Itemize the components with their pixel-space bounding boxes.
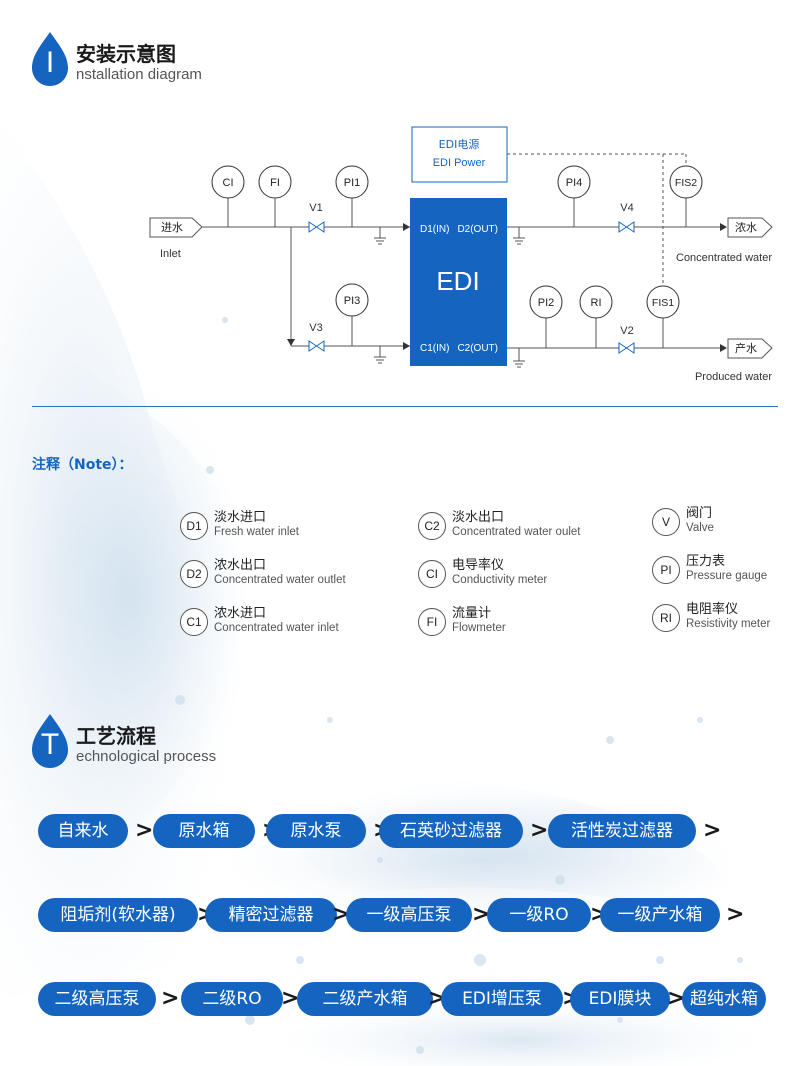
process-step: 原水箱: [153, 814, 255, 848]
note-badge: RI: [652, 604, 680, 632]
note-badge: PI: [652, 556, 680, 584]
process-step: 石英砂过滤器: [379, 814, 523, 848]
edi-port-d2: D2(OUT): [457, 224, 498, 235]
installation-diagram: V1 V3 V4 V2 CI FI PI1 PI3 PI4 FIS2 PI2 R…: [149, 126, 773, 383]
process-step: 一级高压泵: [346, 898, 472, 932]
process-step: 二级RO: [181, 982, 283, 1016]
note-en: Fresh water inlet: [214, 526, 300, 538]
instrument-fis1: FIS1: [652, 297, 674, 309]
instrument-ri: RI: [591, 297, 602, 309]
process-arrow: >: [726, 902, 745, 927]
valve-v3-label: V3: [309, 322, 322, 334]
note-en: Concentrated water outlet: [214, 574, 346, 586]
note-badge: V: [652, 508, 680, 536]
note-badge: C2: [418, 512, 446, 540]
conc-box-label: 浓水: [735, 221, 757, 234]
edi-port-c2: C2(OUT): [457, 343, 498, 354]
installation-title-cn: 安装示意图: [76, 42, 176, 66]
edi-port-d1: D1(IN): [420, 224, 449, 235]
process-arrow: >: [281, 986, 300, 1011]
process-step: 超纯水箱: [682, 982, 766, 1016]
process-step: 二级高压泵: [38, 982, 156, 1016]
note-item-ri: RI 电阻率仪 Resistivity meter: [652, 598, 792, 638]
installation-title-en: nstallation diagram: [76, 66, 202, 83]
valve-v2-label: V2: [620, 325, 633, 337]
instrument-fi: FI: [270, 177, 280, 189]
process-letter: T: [40, 728, 60, 761]
note-cn: 压力表: [686, 554, 726, 569]
note-item-c1: C1 浓水进口 Concentrated water inlet: [180, 602, 400, 642]
water-drop-icon: [32, 714, 68, 768]
process-step: 二级产水箱: [297, 982, 433, 1016]
produced-water-label: Produced water: [695, 371, 772, 383]
edi-label: EDI: [436, 266, 479, 296]
note-cn: 阀门: [686, 506, 713, 521]
note-cn: 淡水出口: [452, 510, 505, 525]
instrument-fis2: FIS2: [675, 177, 697, 189]
instrument-pi3: PI3: [344, 295, 361, 307]
prod-box-label: 产水: [735, 341, 757, 355]
notes-title: 注释（Note）：: [32, 457, 133, 473]
process-arrow: >: [161, 986, 180, 1011]
process-step: 活性炭过滤器: [548, 814, 696, 848]
note-en: Valve: [686, 522, 714, 534]
note-cn: 流量计: [452, 606, 492, 621]
process-arrow: >: [667, 986, 686, 1011]
note-item-pi: PI 压力表 Pressure gauge: [652, 550, 792, 590]
water-drop-icon: [32, 32, 68, 86]
note-en: Resistivity meter: [686, 618, 771, 630]
edi-power-label-cn: EDI电源: [439, 137, 480, 151]
note-en: Flowmeter: [452, 622, 506, 634]
instrument-pi2: PI2: [538, 297, 555, 309]
note-cn: 浓水出口: [214, 558, 267, 573]
note-en: Pressure gauge: [686, 570, 768, 582]
instrument-pi1: PI1: [344, 177, 361, 189]
installation-letter: I: [45, 46, 55, 79]
process-step: 一级产水箱: [600, 898, 720, 932]
process-step: 精密过滤器: [205, 898, 337, 932]
note-cn: 电阻率仪: [686, 602, 739, 617]
process-step: 自来水: [38, 814, 128, 848]
note-en: Concentrated water inlet: [214, 622, 339, 634]
note-badge: CI: [418, 560, 446, 588]
note-en: Concentrated water oulet: [452, 526, 581, 538]
note-item-d2: D2 浓水出口 Concentrated water outlet: [180, 554, 400, 594]
note-en: Conductivity meter: [452, 574, 548, 586]
conc-water-label: Concentrated water: [676, 252, 772, 264]
process-step: 阻垢剂(软水器): [38, 898, 198, 932]
note-item-fi: FI 流量计 Flowmeter: [418, 602, 638, 642]
process-step: EDI增压泵: [441, 982, 563, 1016]
process-step: EDI膜块: [570, 982, 670, 1016]
note-badge: D2: [180, 560, 208, 588]
process-arrow: >: [332, 902, 351, 927]
process-arrow: >: [472, 902, 491, 927]
process-step: 原水泵: [266, 814, 366, 848]
instrument-ci: CI: [223, 177, 234, 189]
process-title-cn: 工艺流程: [76, 724, 156, 748]
section-divider: [32, 406, 778, 407]
note-item-d1: D1 淡水进口 Fresh water inlet: [180, 506, 400, 546]
instrument-pi4: PI4: [566, 177, 583, 189]
process-arrow: >: [703, 818, 722, 843]
edi-port-c1: C1(IN): [420, 343, 449, 354]
note-badge: FI: [418, 608, 446, 636]
inlet-label: Inlet: [160, 248, 181, 260]
note-cn: 淡水进口: [214, 510, 267, 525]
note-badge: D1: [180, 512, 208, 540]
process-arrow: >: [530, 818, 549, 843]
edi-power-label-en: EDI Power: [433, 157, 486, 169]
valve-v1-label: V1: [309, 202, 322, 214]
note-cn: 浓水进口: [214, 606, 267, 621]
inlet-box-label: 进水: [161, 221, 183, 234]
note-badge: C1: [180, 608, 208, 636]
process-step: 一级RO: [487, 898, 591, 932]
process-arrow: >: [135, 818, 154, 843]
note-item-c2: C2 淡水出口 Concentrated water oulet: [418, 506, 638, 546]
note-cn: 电导率仪: [452, 558, 505, 573]
note-item-v: V 阀门 Valve: [652, 502, 792, 542]
note-item-ci: CI 电导率仪 Conductivity meter: [418, 554, 638, 594]
valve-v4-label: V4: [620, 202, 633, 214]
process-title-en: echnological process: [76, 748, 217, 765]
